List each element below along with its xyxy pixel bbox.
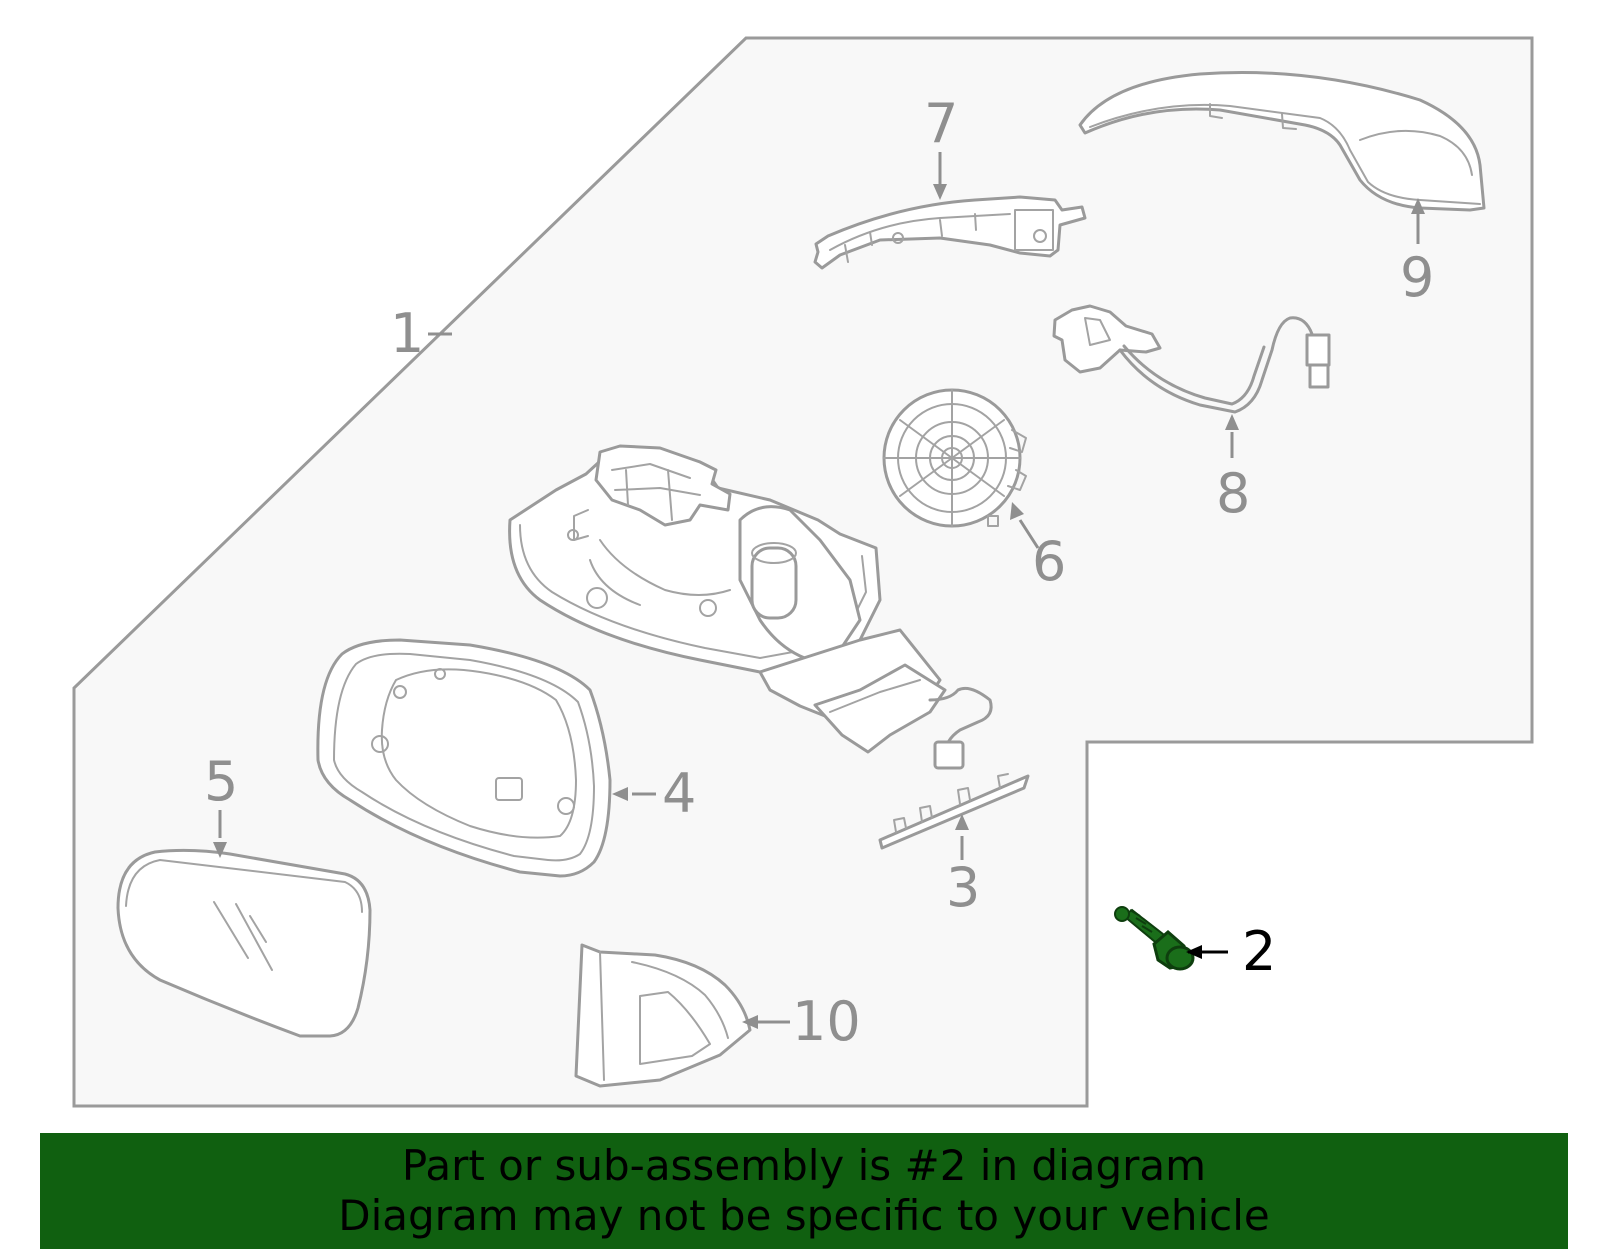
leader-lines: [213, 152, 1425, 1029]
part-6-mirror-actuator[interactable]: [882, 388, 1027, 528]
part-10-base-cover[interactable]: [574, 943, 752, 1088]
callout-8: 8: [1216, 462, 1250, 525]
callout-3: 3: [946, 856, 980, 919]
part-5-mirror-glass[interactable]: [116, 848, 372, 1038]
part-1-mirror-housing[interactable]: [508, 444, 993, 770]
callout-7: 7: [924, 92, 958, 155]
part-7-turn-signal-lamp[interactable]: [813, 195, 1087, 270]
callout-6: 6: [1032, 530, 1066, 593]
callout-9: 9: [1400, 246, 1434, 309]
callout-10: 10: [792, 990, 861, 1053]
banner-line-disclaimer: Diagram may not be specific to your vehi…: [338, 1191, 1270, 1240]
info-banner: Part or sub-assembly is #2 in diagram Di…: [40, 1133, 1568, 1249]
callout-4: 4: [662, 762, 696, 825]
part-4-mirror-holder[interactable]: [316, 638, 612, 878]
banner-line-part: Part or sub-assembly is #2 in diagram: [401, 1141, 1207, 1190]
part-3-trim-strip[interactable]: [878, 773, 1030, 850]
part-8-camera-harness[interactable]: [1052, 304, 1331, 414]
callout-labels: 1 2 3 4 5 6 7 8 9 10: [204, 92, 1434, 1053]
callout-2: 2: [1242, 920, 1276, 983]
callout-5: 5: [204, 750, 238, 813]
part-2-bolt[interactable]: [1114, 906, 1195, 971]
part-9-mirror-cover[interactable]: [1078, 70, 1486, 212]
callout-1: 1: [390, 302, 424, 365]
